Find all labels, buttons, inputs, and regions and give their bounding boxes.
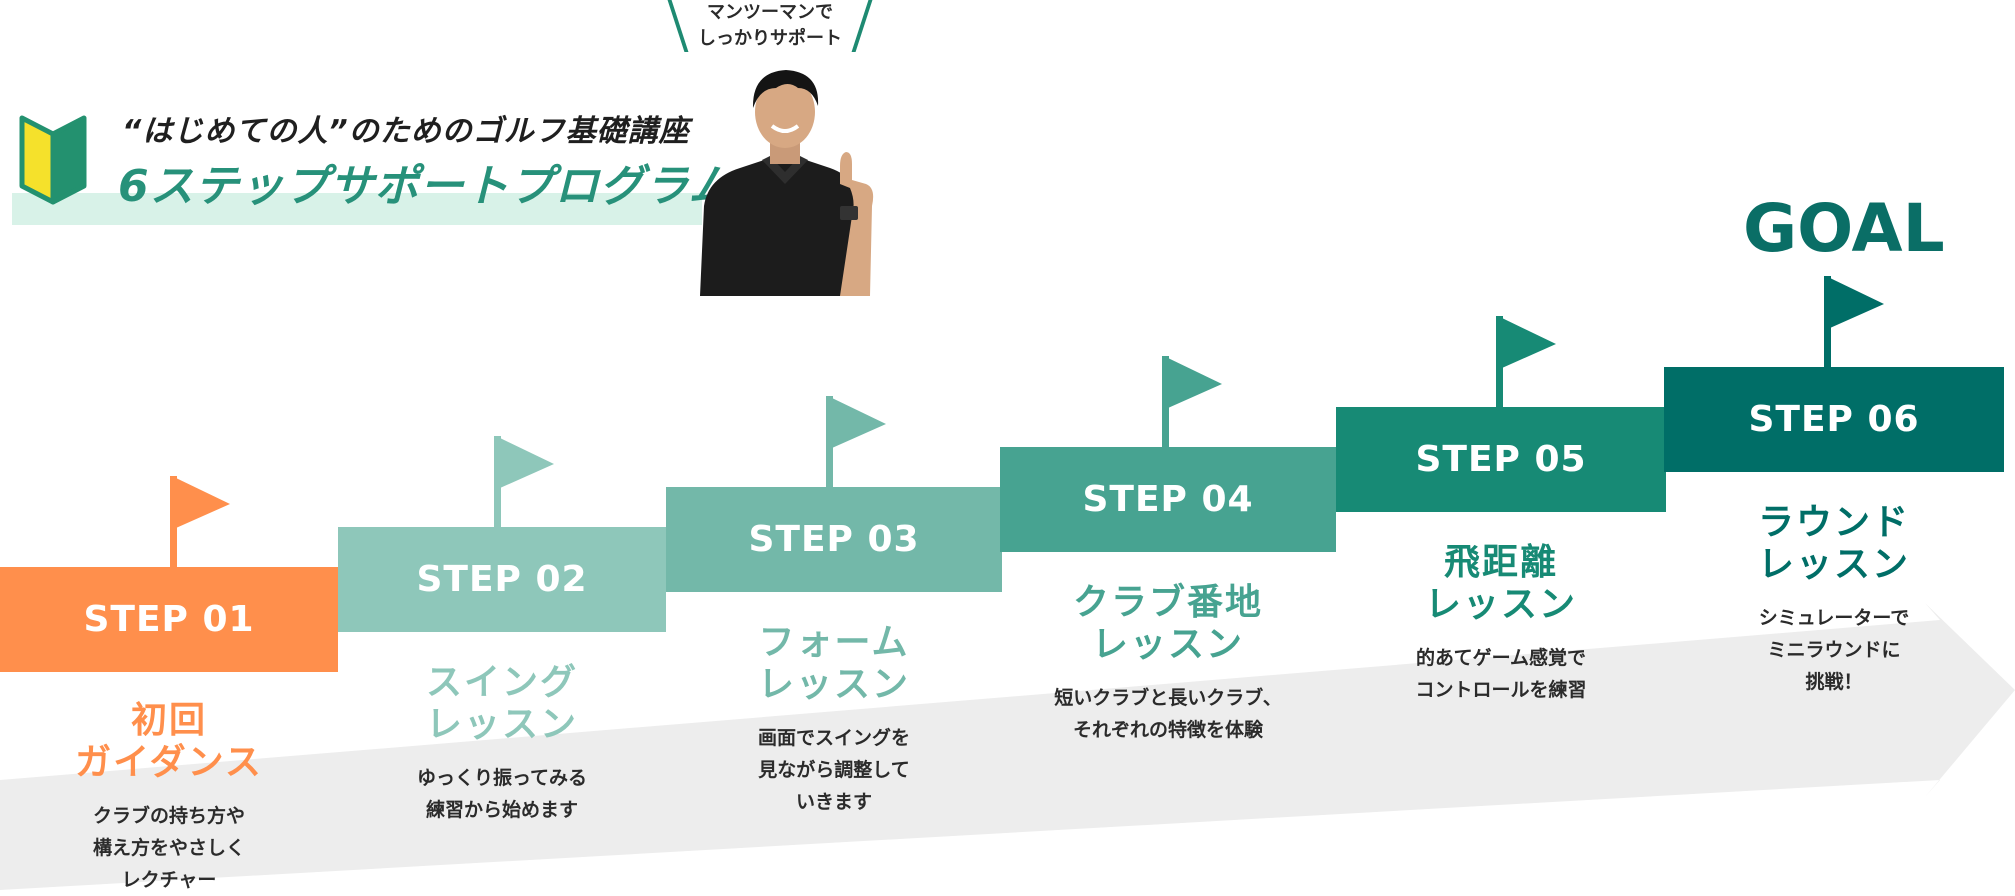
step-05-label: STEP 05 [1415,439,1587,480]
step-02-description: ゆっくり振ってみる練習から始めます [328,762,676,826]
step-05-title-line1: 飛距離 [1443,542,1558,583]
step-02-label: STEP 02 [416,559,588,600]
step-02-desc-line1: ゆっくり振ってみる [416,767,588,789]
step-01-label: STEP 01 [83,599,255,640]
step-03-title-line1: フォーム [758,622,910,663]
step-02-title: スイングレッスン [338,662,666,746]
step-02-block: STEP 02 [338,527,666,632]
step-03-desc-line3: いきます [795,791,872,813]
step-01-desc-line3: レクチャー [121,869,217,891]
step-04-block: STEP 04 [1000,447,1336,552]
step-03-flag-icon [826,396,886,492]
step-06-flag-icon [1824,276,1884,372]
step-06-desc-line1: シミュレーターで [1758,607,1910,629]
step-04-title: クラブ番地レッスン [1000,582,1336,666]
step-06-desc-line3: 挑戦！ [1805,671,1863,693]
step-06-title: ラウンドレッスン [1664,502,2004,586]
trainer-caption-line2: しっかりサポート [698,28,842,49]
step-05-block: STEP 05 [1336,407,1666,512]
step-05-flag-icon [1496,316,1556,412]
step-01-flag-icon [170,476,230,572]
step-03-label: STEP 03 [748,519,920,560]
step-03-block: STEP 03 [666,487,1002,592]
step-05-title: 飛距離レッスン [1336,542,1666,626]
goal-label: GOAL [1743,190,1945,267]
step-01-title-line2: ガイダンス [75,742,263,783]
step-01-desc-line2: 構え方をやさしく [92,837,245,859]
step-03-description: 画面でスイングを見ながら調整していきます [656,722,1012,818]
trainer-thumbs-up-image [700,70,874,296]
program-subtitle: “はじめての人”のためのゴルフ基礎講座 [122,114,690,149]
step-01-title-line1: 初回 [130,700,207,741]
step-01-description: クラブの持ち方や構え方をやさしくレクチャー [0,800,348,896]
step-04-description: 短いクラブと長いクラブ、それぞれの特徴を体験 [990,682,1346,746]
step-05-desc-line1: 的あてゲーム感覚で [1415,647,1587,669]
trainer-caption: マンツーマンで しっかりサポート [667,0,873,52]
step-06-desc-line2: ミニラウンドに [1767,639,1901,661]
step-05-desc-line2: コントロールを練習 [1415,679,1587,701]
step-04-label: STEP 04 [1082,479,1254,520]
step-06-title-line2: レッスン [1757,544,1910,585]
step-01-title: 初回ガイダンス [0,700,338,784]
program-title: 6ステップサポートプログラム [118,161,734,212]
step-04-desc-line2: それぞれの特徴を体験 [1072,719,1263,741]
step-04-title-line1: クラブ番地 [1072,582,1263,623]
title-highlight-band [12,193,702,225]
step-04-desc-line1: 短いクラブと長いクラブ、 [1054,687,1282,709]
step-03-title-line2: レッスン [757,664,910,705]
step-06-label: STEP 06 [1748,399,1920,440]
step-02-flag-icon [494,436,554,532]
step-02-title-line2: レッスン [425,704,578,745]
step-04-title-line2: レッスン [1091,624,1244,665]
step-01-desc-line1: クラブの持ち方や [92,805,245,827]
step-02-title-line1: スイング [425,662,578,703]
step-06-description: シミュレーターでミニラウンドに挑戦！ [1654,602,2014,698]
step-04-flag-icon [1162,356,1222,452]
step-01-block: STEP 01 [0,567,338,672]
step-03-desc-line1: 画面でスイングを [757,727,910,749]
step-06-title-line1: ラウンド [1757,502,1910,543]
step-02-desc-line2: 練習から始めます [425,799,578,821]
step-05-description: 的あてゲーム感覚でコントロールを練習 [1326,642,1676,706]
step-03-title: フォームレッスン [666,622,1002,706]
step-05-title-line2: レッスン [1424,584,1577,625]
beginner-mark-icon [19,115,87,205]
trainer-caption-line1: マンツーマンで [707,2,833,23]
step-03-desc-line2: 見ながら調整して [758,759,910,781]
step-06-block: STEP 06 [1664,367,2004,472]
